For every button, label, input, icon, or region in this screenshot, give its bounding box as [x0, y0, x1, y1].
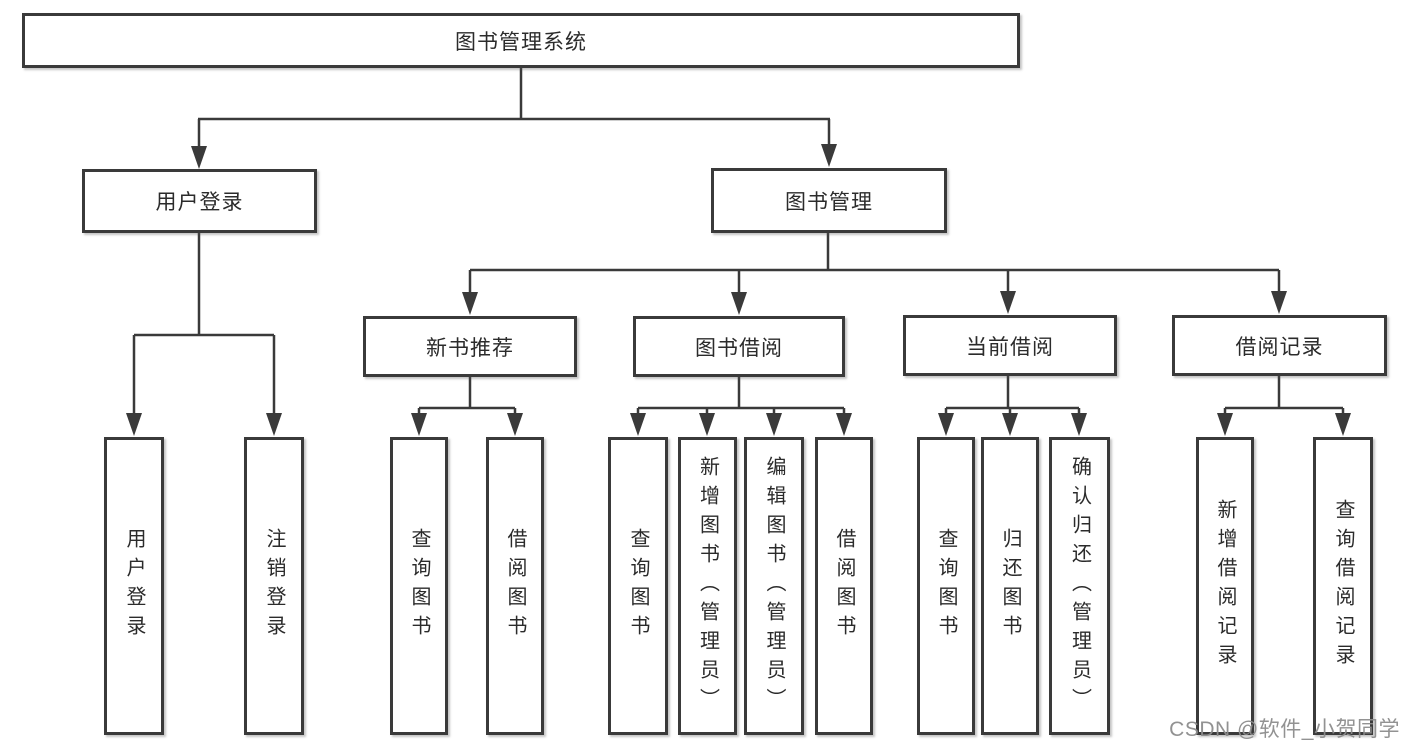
connector-borrow-records-to-leaves [1223, 375, 1345, 415]
leaf-confirm-return-admin: 确认归还（管理员） [1049, 437, 1110, 735]
leaf-logout: 注销登录 [244, 437, 304, 735]
leaf-query-books-borrowing: 查询图书 [608, 437, 668, 735]
leaf-label: 用户登录 [123, 528, 145, 644]
node-label: 图书借阅 [695, 336, 783, 360]
arrow-down-icon [507, 413, 523, 436]
node-label: 用户登录 [155, 191, 244, 214]
node-current-borrowing: 当前借阅 [903, 315, 1117, 376]
arrow-down-icon [462, 292, 478, 315]
csdn-watermark: CSDN @软件_小贺同学 [1169, 718, 1400, 741]
node-label: 借阅记录 [1235, 335, 1324, 359]
connector-root-to-level2 [197, 68, 831, 150]
arrow-down-icon [938, 413, 954, 436]
arrow-down-icon [266, 413, 282, 436]
node-borrowing-records: 借阅记录 [1172, 315, 1387, 376]
leaf-borrow-books-recommend: 借阅图书 [486, 437, 544, 735]
leaf-query-books-recommend: 查询图书 [390, 437, 448, 735]
leaf-query-borrow-record: 查询借阅记录 [1313, 437, 1373, 735]
leaf-query-books-current: 查询图书 [917, 437, 975, 735]
arrow-down-icon [1271, 291, 1287, 314]
leaf-label: 编辑图书（管理员） [763, 455, 785, 717]
node-book-management: 图书管理 [711, 168, 947, 233]
leaf-label: 确认归还（管理员） [1068, 455, 1091, 717]
leaf-label: 新增借阅记录 [1214, 499, 1236, 673]
arrow-down-icon [821, 144, 837, 167]
leaf-add-borrow-record: 新增借阅记录 [1196, 437, 1254, 735]
leaf-add-books-admin: 新增图书（管理员） [678, 437, 737, 735]
connector-current-borrowing-to-leaves [944, 376, 1081, 415]
connector-user-login-to-leaves [132, 233, 276, 416]
leaf-label: 借阅图书 [833, 528, 855, 644]
leaf-label: 新增图书（管理员） [696, 455, 719, 717]
leaf-label: 注销登录 [263, 528, 285, 644]
arrow-down-icon [836, 413, 852, 436]
node-library-management-system: 图书管理系统 [22, 13, 1020, 68]
leaf-borrow-books: 借阅图书 [815, 437, 873, 735]
node-label: 图书管理系统 [455, 30, 587, 54]
arrow-down-icon [126, 413, 142, 436]
arrow-down-icon [1002, 413, 1018, 436]
arrowheads [126, 144, 1351, 436]
leaf-return-books: 归还图书 [981, 437, 1039, 735]
node-book-borrowing: 图书借阅 [633, 316, 845, 377]
leaf-label: 借阅图书 [504, 528, 526, 644]
leaf-label: 查询借阅记录 [1332, 499, 1354, 673]
arrow-down-icon [411, 413, 427, 436]
arrow-down-icon [731, 292, 747, 315]
connector-new-book-to-leaves [417, 377, 517, 415]
node-new-book-recommendation: 新书推荐 [363, 316, 577, 377]
arrow-down-icon [1071, 413, 1087, 436]
node-label: 当前借阅 [966, 335, 1054, 359]
arrow-down-icon [1217, 413, 1233, 436]
arrow-down-icon [699, 413, 715, 436]
leaf-label: 查询图书 [935, 528, 957, 644]
connector-book-mgmt-to-level3 [468, 233, 1281, 294]
arrow-down-icon [1000, 291, 1016, 314]
arrow-down-icon [1335, 413, 1351, 436]
arrow-down-icon [630, 413, 646, 436]
arrow-down-icon [766, 413, 782, 436]
node-label: 新书推荐 [426, 336, 514, 360]
node-label: 图书管理 [785, 190, 873, 214]
leaf-user-login: 用户登录 [104, 437, 164, 735]
leaf-label: 查询图书 [627, 528, 649, 644]
leaf-label: 查询图书 [408, 528, 430, 644]
leaf-edit-books-admin: 编辑图书（管理员） [744, 437, 804, 735]
arrow-down-icon [191, 146, 207, 169]
leaf-label: 归还图书 [999, 528, 1021, 644]
connector-book-borrowing-to-leaves [636, 377, 846, 415]
node-user-login: 用户登录 [82, 169, 317, 233]
